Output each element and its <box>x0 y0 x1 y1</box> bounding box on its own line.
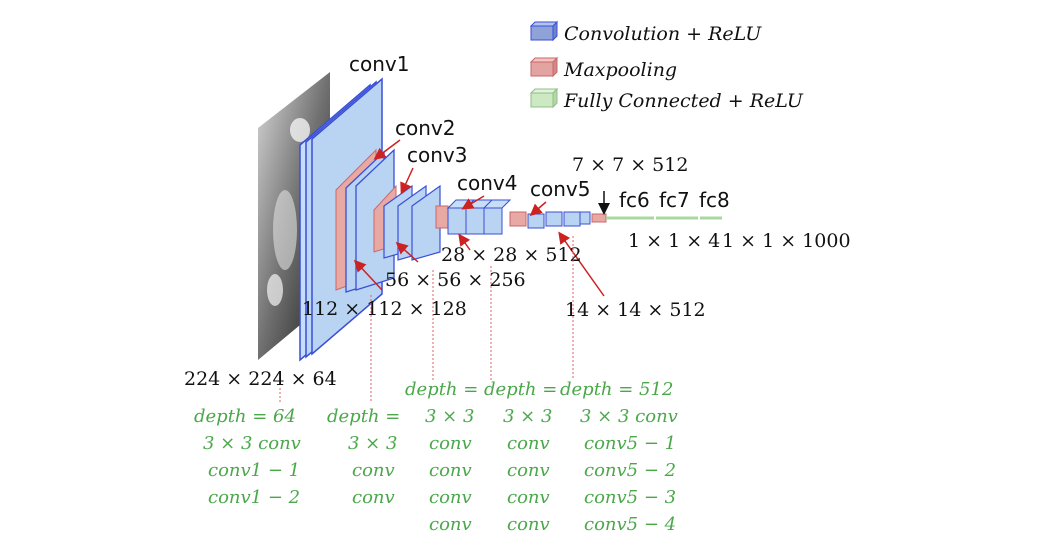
b5-line-1: 3 × 3 conv <box>580 406 678 427</box>
dim-fc-1x1x1000: 1 × 1 × 1000 <box>722 230 851 252</box>
dim-7x7x512: 7 × 7 × 512 <box>572 154 688 176</box>
block-conv3-text: depth = 3 × 3 conv conv conv <box>405 379 478 508</box>
b2-line-2: conv <box>352 460 395 481</box>
dim-28x28x512: 28 × 28 × 512 <box>441 244 582 266</box>
b4-line-5: conv <box>507 514 550 535</box>
label-conv5: conv5 <box>530 177 590 201</box>
block-conv1-text: depth = 64 3 × 3 conv conv1 − 1 conv1 − … <box>194 406 301 508</box>
dim-14x14x512: 14 × 14 × 512 <box>565 299 706 321</box>
label-fc7: fc7 <box>659 188 690 212</box>
label-conv2: conv2 <box>395 116 455 140</box>
block-conv2-text: depth = 3 × 3 conv conv <box>327 406 400 508</box>
b2-line-1: 3 × 3 <box>348 433 397 454</box>
dim-224x224x64: 224 × 224 × 64 <box>184 368 337 390</box>
b1-line-0: depth = 64 <box>194 406 296 427</box>
b4-line-3: conv <box>507 460 550 481</box>
block-conv4-text: depth = 3 × 3 conv conv conv <box>484 379 557 508</box>
label-fc6: fc6 <box>619 188 650 212</box>
label-conv4: conv4 <box>457 171 517 195</box>
b4-line-1: 3 × 3 <box>503 406 552 427</box>
b3-line-1: 3 × 3 <box>425 406 474 427</box>
legend-label-conv: Convolution + ReLU <box>564 23 762 45</box>
b5-line-3: conv5 − 2 <box>584 460 676 481</box>
b3-line-5: conv <box>429 514 472 535</box>
legend: Convolution + ReLU Maxpooling Fully Conn… <box>529 20 804 112</box>
b2-line-0: depth = <box>327 406 400 427</box>
b1-line-2: conv1 − 1 <box>208 460 300 481</box>
block-conv3-4-extra: conv conv <box>429 514 550 535</box>
legend-label-pool: Maxpooling <box>563 59 677 81</box>
b5-line-5: conv5 − 4 <box>584 514 676 535</box>
b5-line-4: conv5 − 3 <box>584 487 676 508</box>
legend-label-fc: Fully Connected + ReLU <box>563 90 804 112</box>
conv4-block <box>435 199 512 235</box>
b3-line-4: conv <box>429 487 472 508</box>
b1-line-3: conv1 − 2 <box>208 487 300 508</box>
b5-line-2: conv5 − 1 <box>584 433 676 454</box>
b2-line-3: conv <box>352 487 395 508</box>
legend-item-pool: Maxpooling <box>529 56 677 81</box>
label-conv1: conv1 <box>349 52 409 76</box>
b4-line-4: conv <box>507 487 550 508</box>
b3-line-3: conv <box>429 460 472 481</box>
dim-112x112x128: 112 × 112 × 128 <box>302 298 467 320</box>
label-conv3: conv3 <box>407 143 467 167</box>
dashed-connectors <box>279 236 574 402</box>
dim-fc-1x1x4: 1 × 1 × 4 <box>628 230 720 252</box>
legend-item-fc: Fully Connected + ReLU <box>529 87 804 112</box>
b4-line-0: depth = <box>484 379 557 400</box>
b5-line-0: depth = 512 <box>560 379 673 400</box>
b4-line-2: conv <box>507 433 550 454</box>
block-conv5-text: depth = 512 3 × 3 conv conv5 − 1 conv5 −… <box>560 379 678 535</box>
b3-line-2: conv <box>429 433 472 454</box>
label-arrows <box>353 139 610 297</box>
conv5-block <box>509 211 607 229</box>
dim-56x56x256: 56 × 56 × 256 <box>385 269 526 291</box>
legend-item-conv: Convolution + ReLU <box>529 20 762 45</box>
b3-line-0: depth = <box>405 379 478 400</box>
label-fc8: fc8 <box>699 188 730 212</box>
b1-line-1: 3 × 3 conv <box>203 433 301 454</box>
